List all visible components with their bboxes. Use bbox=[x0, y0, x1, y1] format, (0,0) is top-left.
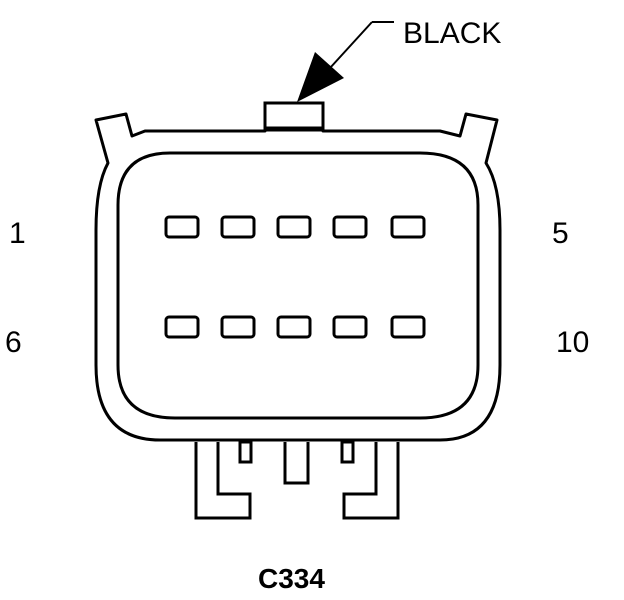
pin-cavity-7 bbox=[220, 315, 256, 339]
center-post bbox=[283, 442, 310, 485]
pin-cavity-8 bbox=[276, 315, 312, 339]
pin-cavity-4 bbox=[332, 215, 368, 239]
key-tab bbox=[263, 101, 325, 132]
callout-line-diagonal bbox=[329, 21, 373, 69]
right-stub bbox=[340, 440, 355, 464]
left-stub bbox=[238, 440, 253, 464]
pin-cavity-2 bbox=[220, 215, 256, 239]
outer-housing bbox=[94, 112, 502, 442]
pin-cavity-10 bbox=[390, 315, 426, 339]
left-latch bbox=[194, 442, 252, 520]
pin-cavity-5 bbox=[390, 215, 426, 239]
inner-face bbox=[116, 151, 480, 420]
connector-id: C334 bbox=[258, 563, 325, 594]
pin-label-top-left: 1 bbox=[9, 217, 26, 250]
pin-label-bottom-right: 10 bbox=[556, 326, 589, 359]
pin-label-top-right: 5 bbox=[552, 217, 569, 250]
pin-label-bottom-left: 6 bbox=[5, 326, 22, 359]
pin-cavity-3 bbox=[276, 215, 312, 239]
right-latch bbox=[342, 442, 400, 520]
pin-cavity-6 bbox=[164, 315, 200, 339]
callout-arrowhead bbox=[297, 52, 344, 102]
color-label: BLACK bbox=[403, 17, 501, 50]
pin-cavity-1 bbox=[164, 215, 200, 239]
pin-cavity-9 bbox=[332, 315, 368, 339]
